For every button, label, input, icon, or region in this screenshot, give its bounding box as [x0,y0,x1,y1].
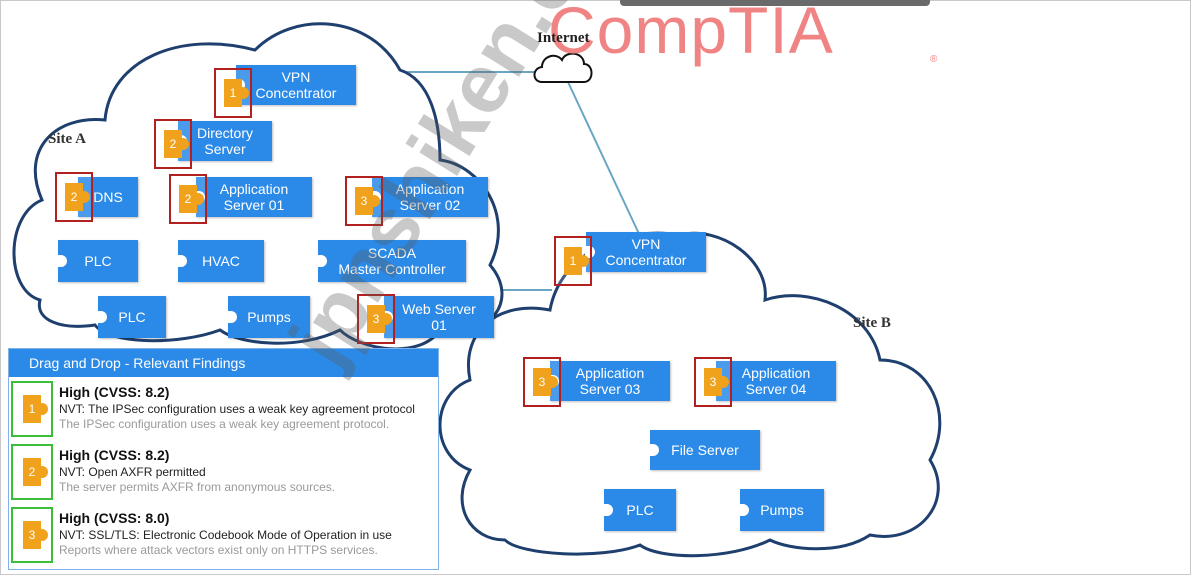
node-application-server-01[interactable]: Application Server 01 [195,177,312,217]
comptia-logo: CompTIA [548,0,834,67]
placed-finding-marker[interactable]: 2 [55,172,93,222]
site-a-label: Site A [48,131,86,147]
node-pumps-b[interactable]: Pumps [739,489,824,531]
placed-finding-marker[interactable]: 3 [345,176,383,226]
finding-item: 1 High (CVSS: 8.2) NVT: The IPSec config… [9,381,438,443]
placed-finding-marker[interactable]: 1 [214,68,252,118]
node-scada-master-controller[interactable]: SCADA Master Controller [317,240,466,282]
finding-severity: High (CVSS: 8.2) [59,384,170,400]
internet-cloud-icon [533,52,593,83]
registered-mark: ® [930,54,938,65]
puzzle-piece-icon: 3 [533,368,558,396]
puzzle-piece-icon: 2 [164,130,189,158]
findings-panel-title: Drag and Drop - Relevant Findings [9,349,438,377]
finding-nvt: NVT: SSL/TLS: Electronic Codebook Mode o… [59,528,392,542]
node-file-server[interactable]: File Server [649,430,760,470]
finding-item: 3 High (CVSS: 8.0) NVT: SSL/TLS: Electro… [9,507,438,569]
placed-finding-marker[interactable]: 3 [694,357,732,407]
site-b-label: Site B [853,315,891,331]
placed-finding-marker[interactable]: 1 [554,236,592,286]
finding-item: 2 High (CVSS: 8.2) NVT: Open AXFR permit… [9,444,438,506]
puzzle-piece-icon: 2 [179,185,204,213]
relevant-findings-panel: Drag and Drop - Relevant Findings 1 High… [8,348,439,570]
puzzle-piece-icon: 3 [704,368,729,396]
logo-top-bar [620,0,930,6]
node-vpn-concentrator-b[interactable]: VPN Concentrator [585,232,706,272]
finding-draggable[interactable]: 1 [11,381,53,437]
node-pumps-a[interactable]: Pumps [227,296,310,338]
internet-label: Internet [537,30,590,46]
finding-nvt: NVT: Open AXFR permitted [59,465,206,479]
node-application-server-03[interactable]: Application Server 03 [549,361,670,401]
node-plc-a1[interactable]: PLC [57,240,138,282]
puzzle-piece-icon: 3 [367,305,392,333]
finding-severity: High (CVSS: 8.2) [59,447,170,463]
link-internet-vpn-b [567,81,641,237]
puzzle-piece-icon: 2 [23,458,48,486]
node-application-server-02[interactable]: Application Server 02 [371,177,488,217]
puzzle-piece-icon: 2 [65,183,90,211]
placed-finding-marker[interactable]: 2 [154,119,192,169]
finding-draggable[interactable]: 3 [11,507,53,563]
node-vpn-concentrator-a[interactable]: VPN Concentrator [235,65,356,105]
node-hvac[interactable]: HVAC [177,240,264,282]
site-b-cloud [438,231,942,558]
puzzle-piece-icon: 1 [23,395,48,423]
finding-description: Reports where attack vectors exist only … [59,543,378,557]
placed-finding-marker[interactable]: 3 [523,357,561,407]
node-plc-a2[interactable]: PLC [97,296,166,338]
puzzle-piece-icon: 3 [355,187,380,215]
finding-nvt: NVT: The IPSec configuration uses a weak… [59,402,415,416]
puzzle-piece-icon: 1 [564,247,589,275]
finding-description: The server permits AXFR from anonymous s… [59,480,336,494]
node-directory-server[interactable]: Directory Server [177,121,272,161]
node-application-server-04[interactable]: Application Server 04 [715,361,836,401]
puzzle-piece-icon: 1 [224,79,249,107]
node-plc-b[interactable]: PLC [603,489,676,531]
node-web-server-01[interactable]: Web Server 01 [383,296,494,338]
finding-description: The IPSec configuration uses a weak key … [59,417,390,431]
puzzle-piece-icon: 3 [23,521,48,549]
finding-draggable[interactable]: 2 [11,444,53,500]
placed-finding-marker[interactable]: 3 [357,294,395,344]
finding-severity: High (CVSS: 8.0) [59,510,170,526]
placed-finding-marker[interactable]: 2 [169,174,207,224]
